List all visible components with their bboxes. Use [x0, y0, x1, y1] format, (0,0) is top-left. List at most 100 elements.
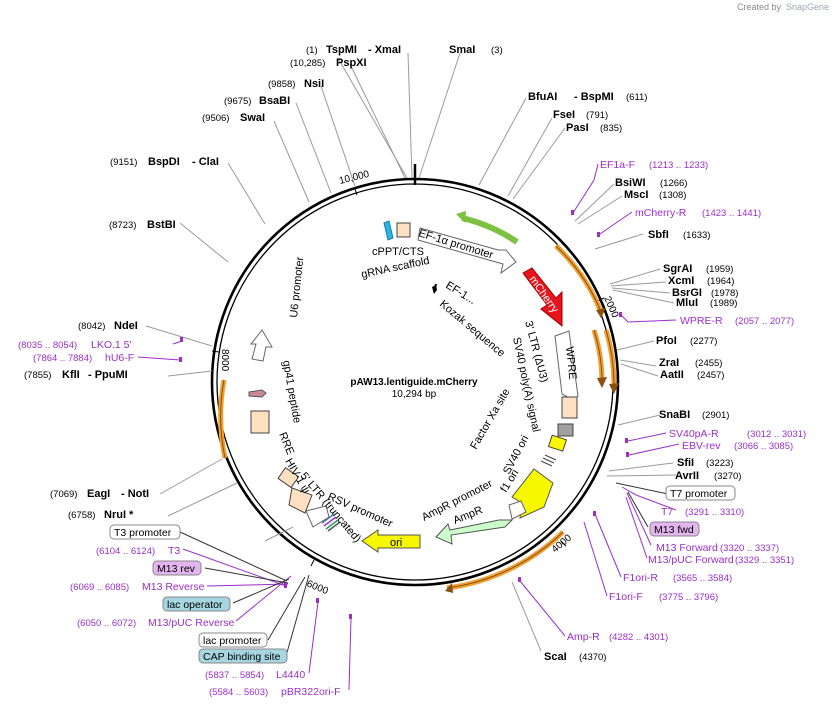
kozak-label: Kozak sequence	[437, 298, 507, 359]
primer-f1ori-f[interactable]: F1ori-F	[609, 591, 643, 603]
ori-shape[interactable]	[361, 529, 421, 553]
primer-t3[interactable]: T3	[168, 545, 180, 557]
gp41-shape[interactable]	[248, 389, 267, 398]
site-xmai[interactable]: - XmaI	[368, 44, 401, 56]
primer-ef1a-f-range: (1213 .. 1233)	[649, 160, 708, 171]
primer-t7[interactable]: T7	[661, 506, 673, 518]
sv40-ori-shape[interactable]	[547, 434, 568, 452]
site-noti[interactable]: - NotI	[121, 488, 149, 500]
t7-promoter-box[interactable]	[665, 485, 736, 501]
primer-f1ori-r[interactable]: F1ori-R	[623, 572, 658, 584]
primer-l4440[interactable]: L4440	[276, 669, 305, 681]
ef1a-promoter-shape[interactable]	[417, 227, 517, 275]
primer-ef1a-f[interactable]: EF1a-F	[600, 159, 635, 171]
primer-m13-forward-range: (3320 .. 3337)	[720, 543, 779, 554]
ef1-short-marker	[433, 283, 437, 293]
site-snabi[interactable]: SnaBI	[659, 409, 690, 421]
m13-fwd-label: M13 fwd	[654, 524, 694, 536]
ampr-promoter-shape[interactable]	[508, 500, 527, 520]
primer-amp-r-range: (4282 .. 4301)	[609, 632, 668, 643]
site-ppumi[interactable]: - PpuMI	[88, 369, 128, 381]
cppt-shape[interactable]	[396, 222, 411, 238]
site-ndei-pos: (8042)	[78, 321, 105, 332]
primer-m13-puc-reverse[interactable]: M13/pUC Reverse	[148, 617, 235, 629]
ltr5-shape[interactable]	[288, 487, 313, 514]
t3-promoter-box[interactable]	[109, 524, 181, 540]
sv40-ori-label: SV40 ori	[501, 434, 531, 477]
site-pspxi[interactable]: PspXI	[336, 57, 367, 69]
cppt-cyan-shape[interactable]	[383, 220, 394, 241]
site-scai-pos: (4370)	[579, 652, 606, 663]
lac-promoter-label: lac promoter	[203, 635, 262, 647]
rre-shape[interactable]	[250, 410, 270, 434]
site-nsii[interactable]: NsiI	[304, 78, 324, 90]
site-xcmi[interactable]: XcmI	[668, 275, 694, 287]
primer-lko1[interactable]: LKO.1 5'	[91, 339, 132, 351]
ltr3-shape[interactable]	[561, 396, 578, 419]
primer-m13-reverse-range: (6069 .. 6085)	[70, 582, 129, 593]
primer-wpre-r[interactable]: WPRE-R	[680, 315, 723, 327]
primer-wpre-r-range: (2057 .. 2077)	[735, 316, 794, 327]
site-swai[interactable]: SwaI	[240, 112, 265, 124]
lac-promoter-box[interactable]	[198, 632, 268, 648]
site-pfoi[interactable]: PfoI	[656, 335, 677, 347]
m13-fwd-box[interactable]	[649, 521, 700, 537]
primer-amp-r[interactable]: Amp-R	[567, 631, 600, 643]
primer-pbr322ori-f[interactable]: pBR322ori-F	[281, 686, 341, 698]
m13-rev-box[interactable]	[152, 560, 202, 576]
site-bsrgi[interactable]: BsrGI	[672, 287, 702, 299]
site-avrii[interactable]: AvrII	[675, 470, 699, 482]
scale-ticks	[211, 188, 605, 567]
site-smai[interactable]: SmaI	[449, 44, 475, 56]
site-aatii[interactable]: AatII	[660, 369, 684, 381]
site-scai[interactable]: ScaI	[544, 651, 567, 663]
site-connectors	[145, 52, 677, 652]
gp41-label: gp41 peptide	[280, 359, 303, 424]
primer-ebv-rev[interactable]: EBV-rev	[682, 440, 721, 452]
site-tspmi[interactable]: TspMI	[326, 44, 357, 56]
site-nrui-pos: (6758)	[68, 510, 95, 521]
site-sfii[interactable]: SfiI	[677, 457, 694, 469]
site-pasi[interactable]: PasI	[566, 122, 589, 134]
primer-sv40pa-r[interactable]: SV40pA-R	[669, 428, 719, 440]
tick-8000: 8000	[219, 349, 230, 372]
site-bspdi[interactable]: BspDI	[148, 156, 180, 168]
site-sgrai[interactable]: SgrAI	[663, 263, 692, 275]
site-bsiwi[interactable]: BsiWI	[615, 177, 646, 189]
rre-label: RRE	[276, 431, 296, 457]
primer-hu6-f[interactable]: hU6-F	[105, 352, 134, 364]
primer-mcherry-r[interactable]: mCherry-R	[635, 207, 687, 219]
primer-m13-reverse[interactable]: M13 Reverse	[142, 581, 205, 593]
sv40-polya-shape[interactable]	[557, 423, 574, 437]
site-ndei[interactable]: NdeI	[114, 320, 138, 332]
rsv-promoter-shape[interactable]	[305, 505, 330, 528]
ampr-shape[interactable]	[435, 519, 514, 545]
t3-promoter-label: T3 promoter	[114, 527, 172, 539]
site-msci[interactable]: MscI	[624, 189, 648, 201]
site-kfli[interactable]: KflI	[62, 369, 80, 381]
mcherry-shape[interactable]	[522, 267, 563, 328]
site-bfuai[interactable]: BfuAI	[528, 91, 557, 103]
snapgene-logo-text: SnapGene	[786, 2, 829, 12]
site-bspmi[interactable]: - BspMI	[574, 91, 614, 103]
primer-m13-puc-forward[interactable]: M13/pUC Forward	[648, 554, 734, 566]
site-clai[interactable]: - ClaI	[192, 156, 219, 168]
ef1a-promoter-label: EF-1α promoter	[417, 227, 495, 261]
site-fsei[interactable]: FseI	[553, 109, 575, 121]
site-zrai[interactable]: ZraI	[659, 357, 679, 369]
site-sbfi[interactable]: SbfI	[648, 229, 669, 241]
site-mlui[interactable]: MluI	[676, 297, 698, 309]
hiv-psi-shape[interactable]	[277, 466, 300, 489]
site-bstbi[interactable]: BstBI	[147, 219, 176, 231]
site-snabi-pos: (2901)	[702, 410, 729, 421]
site-bsabi[interactable]: BsaBI	[259, 95, 290, 107]
site-kfli-pos: (7855)	[24, 370, 51, 381]
lac-operator-box[interactable]	[162, 596, 231, 612]
site-eagi[interactable]: EagI	[87, 488, 110, 500]
primer-m13-forward[interactable]: M13 Forward	[656, 542, 718, 554]
u6-promoter-shape[interactable]	[249, 329, 273, 362]
site-nrui[interactable]: NruI *	[104, 509, 134, 521]
site-aatii-pos: (2457)	[697, 370, 724, 381]
cap-binding-site-box[interactable]	[198, 648, 288, 664]
